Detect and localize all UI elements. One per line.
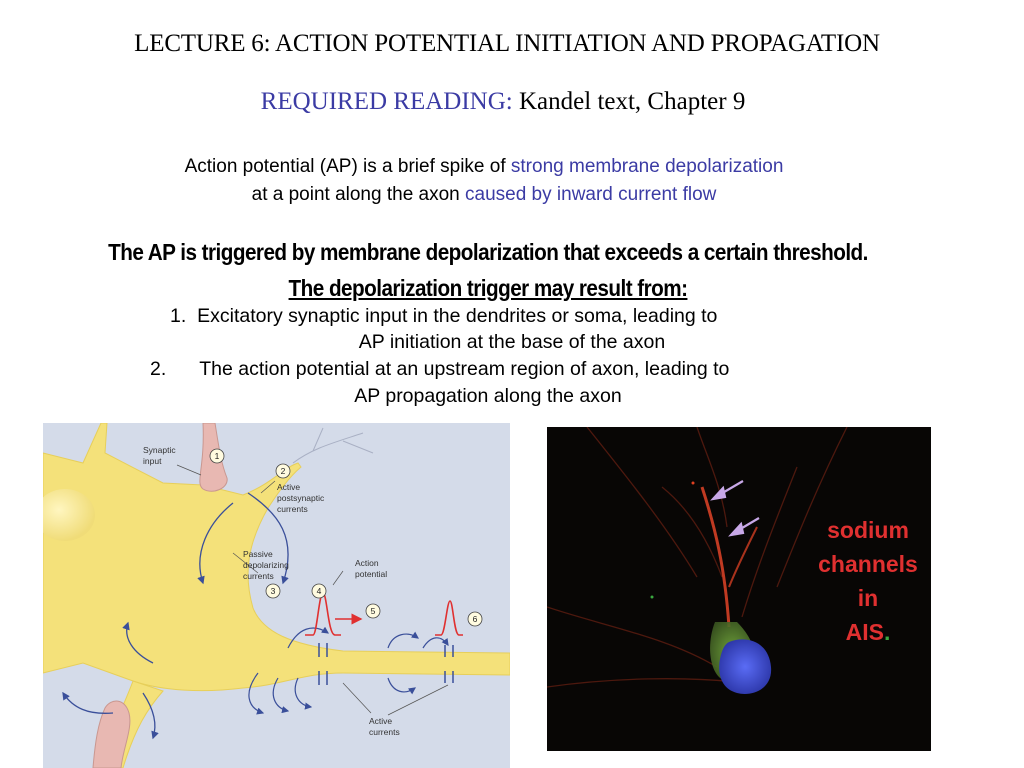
axon-initial-segment — [700, 486, 731, 628]
axon-current-arrow — [387, 631, 419, 649]
list-item-text: The action potential at an upstream regi… — [199, 358, 730, 380]
label-active-currents: Active — [369, 716, 392, 726]
caption-ais: AIS. — [805, 615, 931, 649]
label-active-currents: currents — [369, 727, 400, 737]
passive-current-arrow — [197, 502, 234, 585]
inward-current-ticks — [318, 643, 454, 685]
list-number: 1. — [170, 305, 187, 327]
fluorescence-micrograph: sodium channels in AIS. — [547, 427, 931, 751]
step-number: 6 — [473, 614, 478, 624]
required-reading: REQUIRED READING: Kandel text, Chapter 9 — [0, 88, 1006, 116]
red-dot — [691, 481, 695, 485]
passive-current-arrow — [247, 492, 289, 585]
neurite-processes — [547, 427, 848, 688]
nucleus — [43, 489, 95, 541]
label-action-potential: potential — [355, 569, 387, 579]
dendrite-branch — [292, 427, 374, 464]
synaptic-terminal-bottom — [92, 700, 131, 768]
lecture-title: LECTURE 6: ACTION POTENTIAL INITIATION A… — [134, 30, 880, 57]
ap-definition-line-1: Action potential (AP) is a brief spike o… — [0, 153, 968, 181]
caption-channels: channels — [818, 551, 918, 577]
step-number: 1 — [215, 451, 220, 461]
required-reading-text: Kandel text, Chapter 9 — [519, 88, 746, 115]
passive-current-arrow — [142, 692, 159, 740]
step-circles — [209, 448, 483, 627]
label-synaptic-input: Synaptic — [143, 445, 176, 455]
list-item: 1. Excitatory synaptic input in the dend… — [170, 303, 717, 330]
ap-definition-highlight: strong membrane depolarization — [510, 156, 784, 177]
axon-current-arrow — [287, 626, 329, 649]
step-number: 2 — [281, 466, 286, 476]
trigger-line-1: The AP is triggered by membrane depolari… — [108, 239, 868, 265]
step-number: 4 — [317, 586, 322, 596]
label-synaptic-input: input — [143, 456, 162, 466]
caption-ais-text: AIS — [845, 619, 884, 645]
list-number: 2. — [150, 358, 167, 380]
neuron-current-diagram: 1 2 3 4 5 6 Synaptic input Active postsy… — [43, 423, 510, 768]
green-dot — [650, 595, 654, 599]
trigger-statement: The AP is triggered by membrane depolari… — [49, 234, 927, 306]
required-reading-label: REQUIRED READING: — [260, 88, 513, 115]
pointer-arrows — [710, 480, 760, 537]
neuron-body — [43, 423, 510, 692]
axon-current-arrow — [272, 677, 290, 714]
axon-branch — [728, 526, 758, 588]
passive-current-arrow — [62, 691, 114, 714]
list-item-continuation: AP propagation along the axon — [354, 385, 622, 407]
label-active-postsynaptic: currents — [277, 504, 308, 514]
list-item-continuation: AP initiation at the base of the axon — [358, 331, 666, 353]
caption-ais-dot: . — [883, 619, 891, 645]
label-action-potential: Action — [355, 558, 379, 568]
label-passive-depolarizing: currents — [243, 571, 274, 581]
action-potential-spike — [435, 600, 463, 636]
axon-current-arrow — [248, 672, 265, 715]
axon-current-arrow — [387, 677, 416, 695]
micrograph-image — [547, 427, 848, 694]
axon-current-arrow — [422, 637, 449, 649]
ap-definition: Action potential (AP) is a brief spike o… — [0, 153, 968, 209]
list-item-text: Excitatory synaptic input in the dendrit… — [197, 305, 718, 327]
list-item: 2. The action potential at an upstream re… — [150, 356, 729, 383]
passive-current-arrow — [122, 621, 154, 664]
label-passive-depolarizing: Passive — [243, 549, 273, 559]
label-active-postsynaptic: Active — [277, 482, 300, 492]
axon-current-arrow — [294, 677, 313, 710]
trigger-line-2: The depolarization trigger may result fr… — [288, 275, 688, 301]
ap-definition-text: at a point along the axon — [251, 184, 466, 205]
label-active-postsynaptic: postsynaptic — [277, 493, 325, 503]
nucleus — [719, 639, 772, 694]
ap-definition-text: Action potential (AP) is a brief spike o… — [184, 156, 511, 177]
step-number: 3 — [271, 586, 276, 596]
ap-definition-line-2: at a point along the axon caused by inwa… — [0, 181, 968, 209]
label-passive-depolarizing: depolarizing — [243, 560, 289, 570]
leader-lines — [176, 464, 449, 716]
neuron-illustration: 1 2 3 4 5 6 Synaptic input Active postsy… — [43, 423, 510, 768]
step-number: 5 — [371, 606, 376, 616]
caption-in: in — [857, 585, 879, 611]
ap-definition-highlight: caused by inward current flow — [465, 184, 717, 205]
caption-sodium: sodium — [827, 517, 909, 543]
